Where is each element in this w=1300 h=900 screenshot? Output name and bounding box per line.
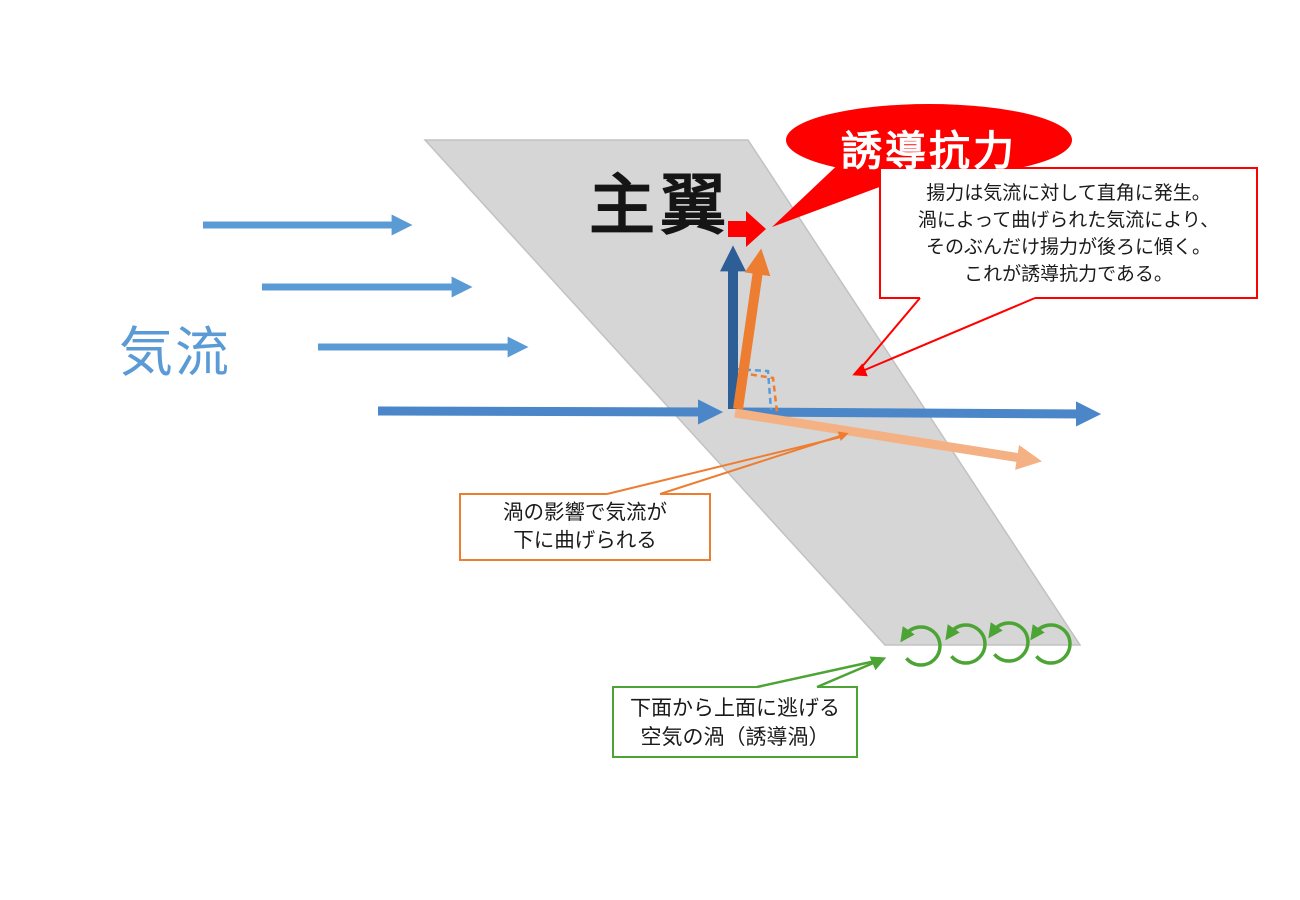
- downwash-wedge-line-1: [606, 435, 846, 495]
- main-airflow-arrow-left: [377, 399, 724, 425]
- downwash-wedge-line-2: [659, 431, 849, 495]
- lift-explanation-wedge-line-1: [854, 297, 921, 376]
- airflow-label: 気流: [119, 323, 231, 383]
- deflected-airflow-arrow: [734, 408, 1042, 470]
- lift-explanation-wedge-line-2: [852, 297, 1036, 377]
- lift-explanation-text: 揚力は気流に対して直角に発生。 渦によって曲げられた気流により、 そのぶんだけ揚…: [882, 180, 1255, 288]
- vortex-spiral-3: [988, 621, 1030, 663]
- downwash-text: 渦の影響で気流が 下に曲げられる: [462, 499, 708, 555]
- downwash-line-2: 下に曲げられる: [513, 529, 657, 552]
- wing-label: 主翼: [589, 168, 731, 242]
- induced-drag-label: 誘導抗力: [841, 128, 1017, 174]
- vortex-text: 下面から上面に逃げる 空気の渦（誘導渦）: [615, 694, 855, 752]
- lift-explanation-box: [879, 167, 1258, 299]
- downwash-line-1: 渦の影響で気流が: [503, 501, 667, 524]
- lift-explanation-line-3: そのぶんだけ揚力が後ろに傾く。: [925, 237, 1211, 258]
- induced-drag-bubble-tail: [772, 158, 912, 227]
- lift-explanation-line-1: 揚力は気流に対して直角に発生。: [926, 183, 1211, 204]
- tilted-lift-vector: [733, 248, 771, 410]
- vortex-spiral-4: [1030, 623, 1072, 665]
- vortex-wedge-line-1: [756, 658, 881, 689]
- induced-drag-bubble: [786, 104, 1072, 176]
- vortex-spiral-1: [900, 625, 942, 667]
- downwash-box: [459, 493, 711, 561]
- lift-explanation-line-2: 渦によって曲げられた気流により、: [917, 210, 1220, 231]
- lift-explanation-line-4: これが誘導抗力である。: [964, 264, 1173, 285]
- right-angle-marker-orange: [740, 371, 779, 413]
- induced-drag-arrow: [728, 211, 766, 247]
- vortex-box: [612, 686, 858, 758]
- wing-surface: [423, 139, 1082, 646]
- vortex-line-1: 下面から上面に逃げる: [630, 697, 840, 720]
- vortex-line-2: 空気の渦（誘導渦）: [640, 726, 830, 749]
- vortex-spiral-2: [945, 623, 987, 665]
- vortex-wedge-line-2: [816, 656, 887, 689]
- main-airflow-arrow-right: [736, 401, 1102, 427]
